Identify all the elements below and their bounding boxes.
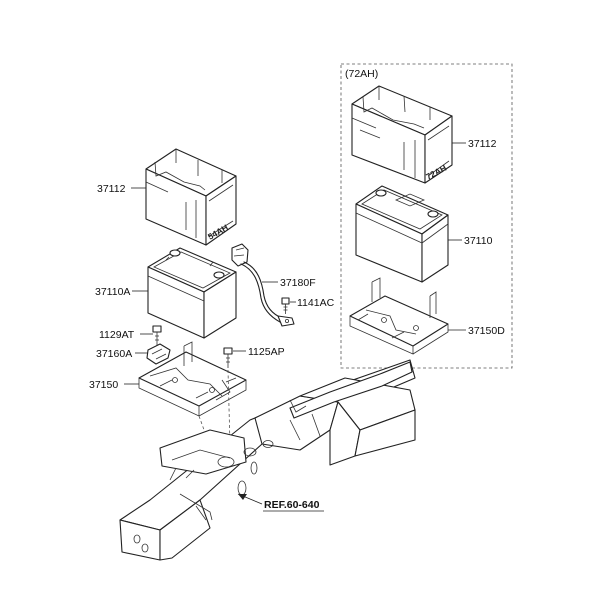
- variant-72ah-group: (72AH) 72AH 37112 37110: [340, 63, 513, 369]
- battery-insulator-72ah: 72AH: [351, 85, 453, 184]
- ground-cable: [231, 243, 295, 327]
- battery-bracket-72ah: [349, 277, 449, 355]
- label-72ah-bracket: 37150D: [468, 325, 505, 337]
- clamp-bolt: [152, 325, 162, 346]
- label-72ah-tray: 37112: [468, 138, 497, 150]
- reference-arrow: [238, 494, 247, 500]
- battery-72ah: [355, 185, 449, 283]
- variant-box-border: [340, 63, 513, 369]
- battery-insulator-54ah: 54AH: [145, 148, 237, 246]
- label-cable: 37180F: [280, 277, 316, 289]
- label-reference: REF.60-640: [264, 499, 320, 511]
- battery-clamp: [146, 343, 171, 365]
- label-clamp-bolt: 1129AT: [99, 329, 135, 341]
- cable-bolt: [281, 297, 290, 314]
- variant-box-label: (72AH): [345, 68, 378, 80]
- label-tray-bolt: 1125AP: [248, 346, 285, 358]
- battery-bracket-54ah: [138, 341, 247, 417]
- label-54ah-tray: 37112: [97, 183, 126, 195]
- battery-54ah: [147, 247, 237, 339]
- label-72ah-battery: 37110: [464, 235, 493, 247]
- tray-bolt: [223, 347, 233, 368]
- label-cable-bolt: 1141AC: [297, 297, 335, 309]
- label-54ah-battery: 37110A: [95, 286, 130, 298]
- label-54ah-bracket: 37150: [89, 379, 118, 391]
- label-clamp: 37160A: [96, 348, 132, 360]
- vehicle-frame: [119, 359, 416, 561]
